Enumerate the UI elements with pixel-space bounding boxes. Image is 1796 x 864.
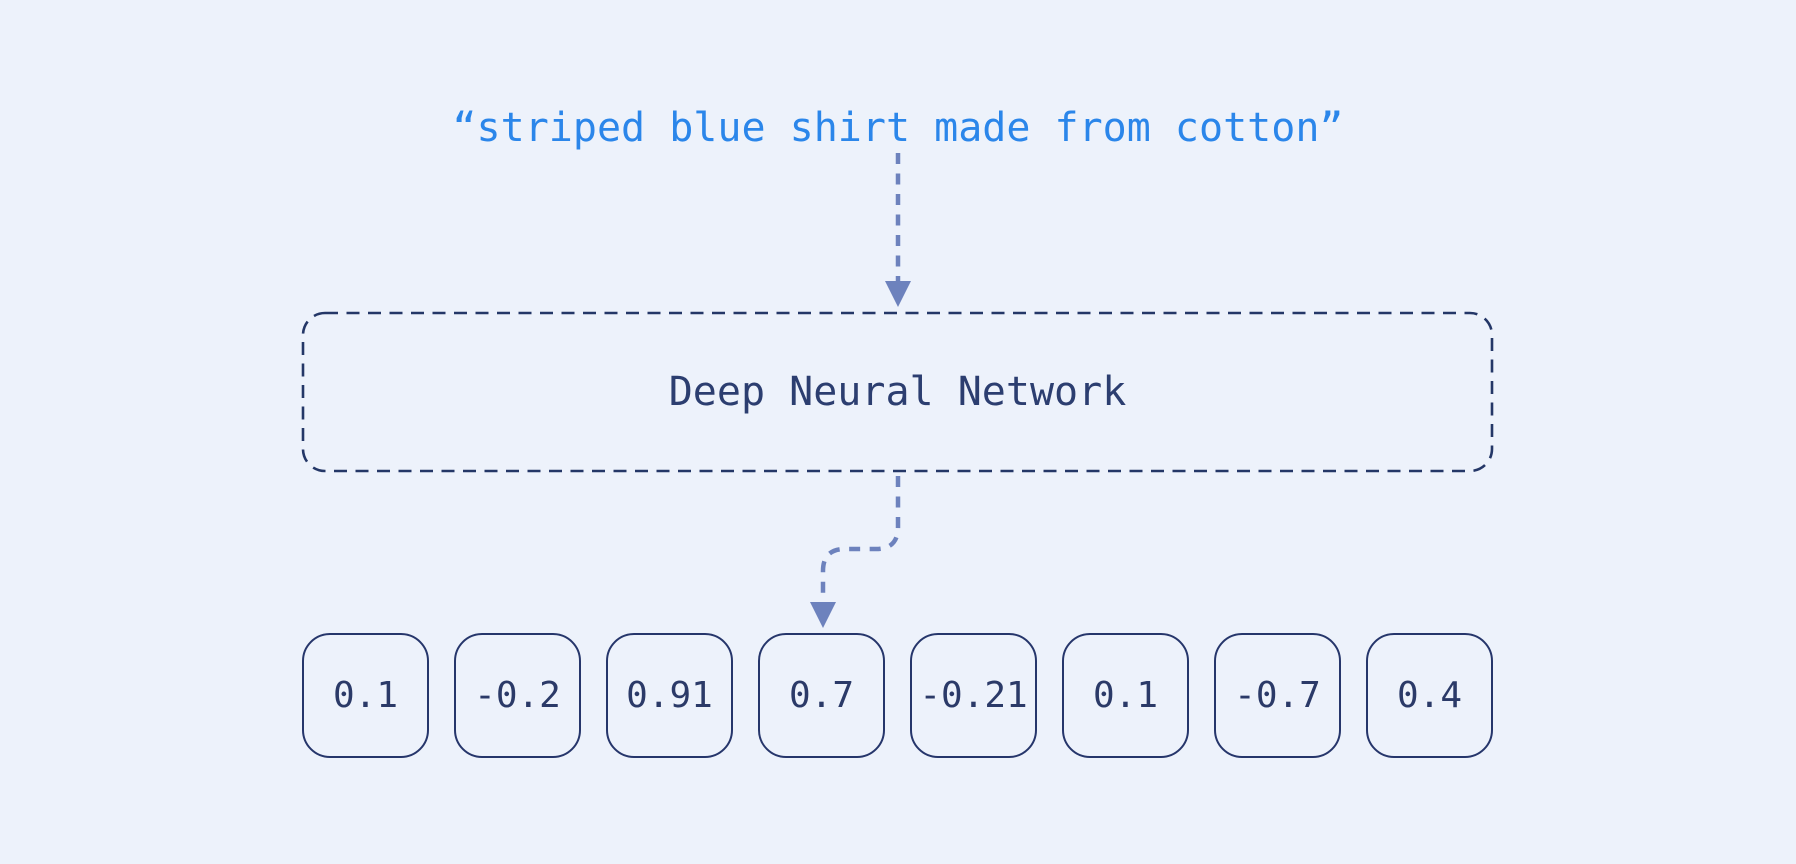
embedding-value: 0.1 [1092,675,1159,716]
embedding-value: -0.7 [1234,675,1321,716]
embedding-vector-row: 0.1 -0.2 0.91 0.7 -0.21 0.1 -0.7 0.4 [302,633,1493,758]
arrowhead-down-icon [885,281,911,307]
embedding-value: 0.7 [788,675,855,716]
embedding-value: 0.91 [626,675,713,716]
embedding-value: 0.4 [1396,675,1463,716]
embedding-value: -0.2 [474,675,561,716]
input-quote-text: “striped blue shirt made from cotton” [452,105,1344,151]
embedding-value-box: -0.21 [910,633,1037,758]
arrow-model-to-vector [810,476,901,628]
arrowhead-down-icon [810,602,836,628]
embedding-value: -0.21 [919,675,1028,716]
embedding-value-box: -0.7 [1214,633,1341,758]
embedding-value-box: 0.91 [606,633,733,758]
arrow-input-to-model [885,153,911,307]
embedding-value-box: 0.4 [1366,633,1493,758]
embedding-value-box: -0.2 [454,633,581,758]
embedding-value-box: 0.7 [758,633,885,758]
embedding-value-box: 0.1 [1062,633,1189,758]
embedding-value-box: 0.1 [302,633,429,758]
model-box-label: Deep Neural Network [668,369,1127,415]
embedding-value: 0.1 [332,675,399,716]
